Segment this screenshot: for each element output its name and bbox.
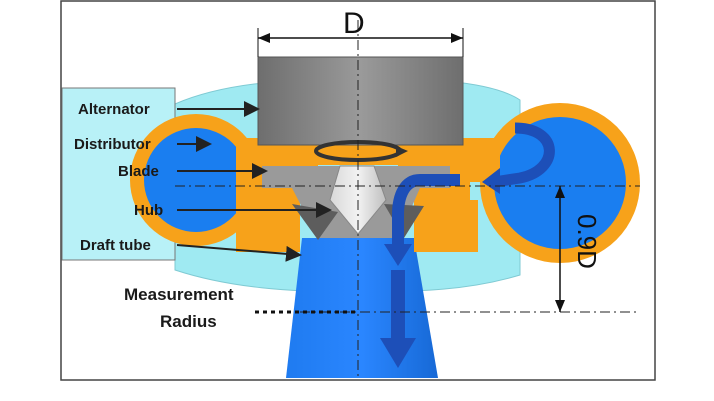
spiral-casing-left-inner: [144, 128, 248, 232]
label-radius: Radius: [160, 312, 217, 331]
distributor-lower-right: [414, 200, 478, 252]
label-measurement: Measurement: [124, 285, 234, 304]
spiral-casing-right-inner: [494, 117, 626, 249]
label-blade: Blade: [118, 163, 159, 180]
distributor-lower: [236, 200, 300, 252]
rotation-arrow-head: [396, 146, 408, 157]
dimension-d-arrow-right: [451, 33, 463, 43]
flow-arrow-runner: [392, 174, 460, 245]
draft-tube: [286, 238, 438, 378]
dimension-d-arrow-left: [258, 33, 270, 43]
alternator-block: [257, 56, 464, 146]
label-alternator: Alternator: [78, 101, 150, 118]
draft-tube-leader: [176, 244, 302, 262]
label-hub: Hub: [134, 202, 163, 219]
flow-arrow-right: [493, 122, 555, 188]
flow-arrow-draft-head: [380, 338, 416, 368]
flow-arrow-runner-head: [384, 244, 412, 266]
label-distributor: Distributor: [74, 136, 151, 153]
flow-arrow-right-head: [482, 168, 500, 194]
dimension-09d-label: 0.9D: [572, 214, 602, 269]
dimension-d-label: D: [343, 7, 365, 40]
dimension-09d-arrow-top: [555, 186, 565, 198]
dimension-09d-arrow-bottom: [555, 300, 565, 312]
label-draft-tube: Draft tube: [80, 237, 151, 254]
